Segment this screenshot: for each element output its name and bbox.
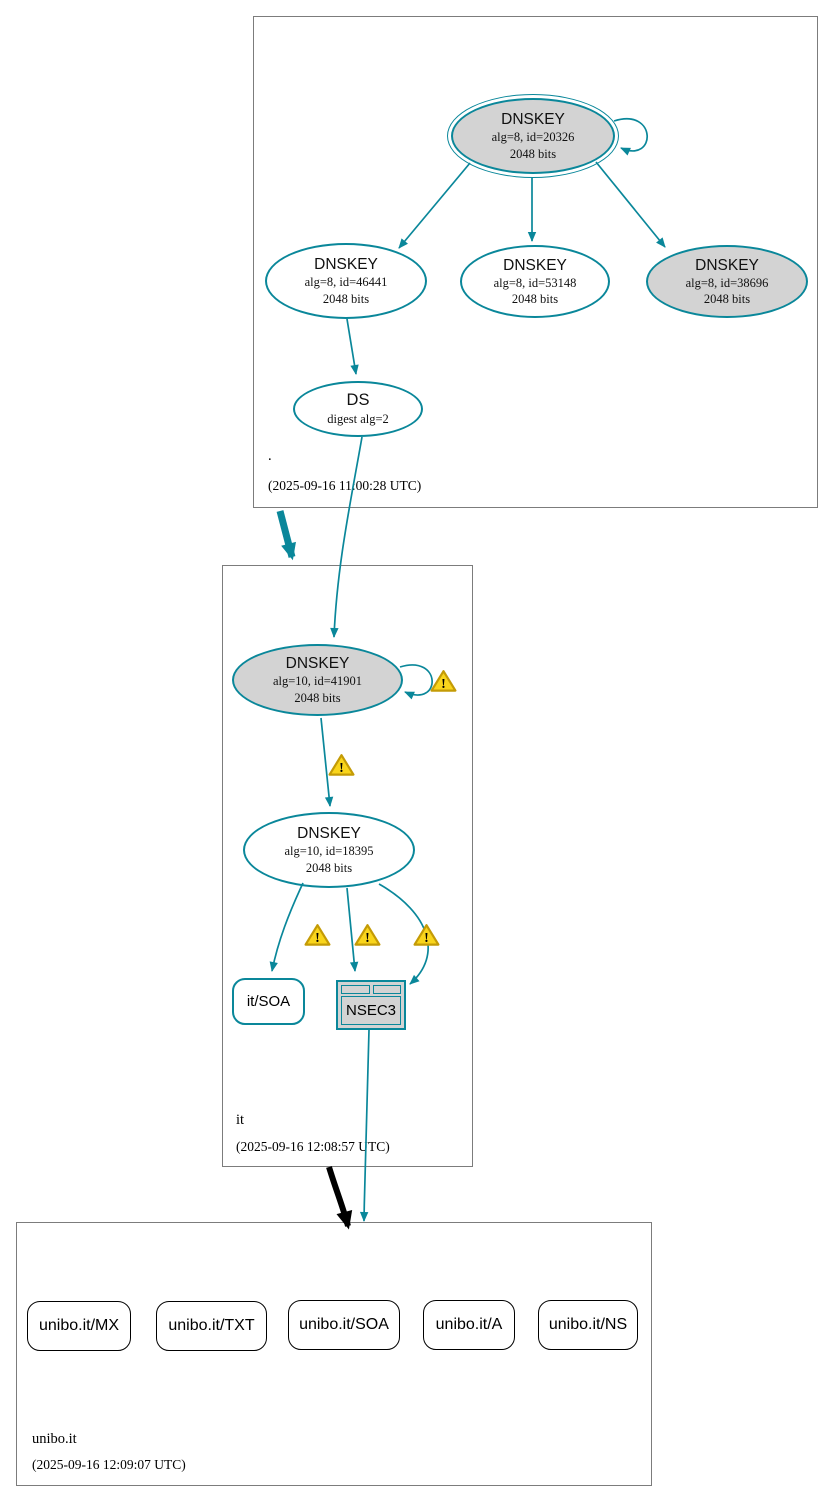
node-detail: digest alg=2 xyxy=(327,411,389,426)
warning-glyph: ! xyxy=(339,761,344,776)
rrset-unibo-soa[interactable]: unibo.it/SOA xyxy=(288,1300,400,1350)
dnskey-node-20326[interactable]: DNSKEY alg=8, id=20326 2048 bits xyxy=(447,94,619,178)
node-detail: alg=8, id=20326 xyxy=(491,130,575,145)
rrset-unibo-ns[interactable]: unibo.it/NS xyxy=(538,1300,638,1350)
node-title: DNSKEY xyxy=(503,256,567,274)
dnskey-node-46441[interactable]: DNSKEY alg=8, id=46441 2048 bits xyxy=(265,243,427,319)
node-bits: 2048 bits xyxy=(511,292,559,307)
warning-glyph: ! xyxy=(315,931,320,946)
zone-name-root: . xyxy=(268,448,272,464)
zone-name-it: it xyxy=(236,1112,245,1128)
node-title: DNSKEY xyxy=(297,825,361,843)
zone-box-unibo-it xyxy=(16,1222,652,1486)
warning-triangle xyxy=(328,754,355,776)
zone-name-unibo-it: unibo.it xyxy=(32,1431,77,1447)
zone-timestamp-unibo-it: (2025-09-16 12:09:07 UTC) xyxy=(32,1457,186,1472)
node-bits: 2048 bits xyxy=(322,291,370,306)
node-bits: 2048 bits xyxy=(305,860,353,875)
node-title: DNSKEY xyxy=(314,256,378,274)
node-bits: 2048 bits xyxy=(509,146,557,161)
nsec3-label: NSEC3 xyxy=(341,996,401,1025)
zone-timestamp-it: (2025-09-16 12:08:57 UTC) xyxy=(236,1139,390,1154)
node-bits: 2048 bits xyxy=(294,690,341,705)
nsec3-rrsig-row xyxy=(341,985,401,994)
node-detail: alg=10, id=41901 xyxy=(272,674,363,689)
warning-glyph: ! xyxy=(424,931,429,946)
rrset-label: unibo.it/A xyxy=(435,1316,503,1333)
dnskey-node-41901[interactable]: DNSKEY alg=10, id=41901 2048 bits xyxy=(232,644,403,716)
node-title: DNSKEY xyxy=(285,655,350,673)
warning-icon[interactable]: ! xyxy=(354,923,381,947)
rrset-unibo-txt[interactable]: unibo.it/TXT xyxy=(156,1301,267,1351)
ds-node[interactable]: DS digest alg=2 xyxy=(293,381,423,437)
rrset-label: unibo.it/NS xyxy=(548,1316,628,1333)
warning-icon[interactable]: ! xyxy=(328,753,355,777)
node-detail: alg=8, id=46441 xyxy=(304,275,388,290)
node-detail: alg=10, id=18395 xyxy=(284,844,374,859)
dnskey-node-20326-inner: DNSKEY alg=8, id=20326 2048 bits xyxy=(451,98,615,174)
warning-glyph: ! xyxy=(441,677,446,692)
rrset-label: unibo.it/SOA xyxy=(299,1316,389,1333)
rrset-unibo-mx[interactable]: unibo.it/MX xyxy=(27,1301,131,1351)
warning-triangle xyxy=(304,924,331,946)
rrset-label: unibo.it/TXT xyxy=(168,1317,255,1334)
rrset-unibo-a[interactable]: unibo.it/A xyxy=(423,1300,515,1350)
warning-triangle xyxy=(354,924,381,946)
delegation-arrow-it-to-unibo xyxy=(326,1166,353,1230)
node-detail: alg=8, id=53148 xyxy=(493,275,577,290)
rrset-it-soa[interactable]: it/SOA xyxy=(232,978,305,1025)
nsec3-node[interactable]: NSEC3 xyxy=(336,980,406,1030)
warning-icon[interactable]: ! xyxy=(304,923,331,947)
dnskey-node-53148[interactable]: DNSKEY alg=8, id=53148 2048 bits xyxy=(460,245,610,318)
nsec3-rrsig-cell xyxy=(341,985,370,994)
node-title: DNSKEY xyxy=(695,256,759,274)
rrset-label: unibo.it/MX xyxy=(38,1317,120,1334)
node-detail: alg=8, id=38696 xyxy=(685,275,769,290)
warning-glyph: ! xyxy=(365,931,370,946)
rrset-label: it/SOA xyxy=(246,993,291,1010)
dnskey-node-38696[interactable]: DNSKEY alg=8, id=38696 2048 bits xyxy=(646,245,808,318)
delegation-arrow-root-to-it xyxy=(276,510,296,561)
nsec3-rrsig-cell xyxy=(372,985,401,994)
dnskey-node-18395[interactable]: DNSKEY alg=10, id=18395 2048 bits xyxy=(243,812,415,888)
warning-icon[interactable]: ! xyxy=(413,923,440,947)
node-title: DNSKEY xyxy=(501,111,565,129)
node-bits: 2048 bits xyxy=(703,292,751,307)
warning-triangle xyxy=(430,670,457,692)
node-title: DS xyxy=(346,390,370,409)
warning-icon[interactable]: ! xyxy=(430,669,457,693)
zone-timestamp-root: (2025-09-16 11:00:28 UTC) xyxy=(268,478,422,493)
